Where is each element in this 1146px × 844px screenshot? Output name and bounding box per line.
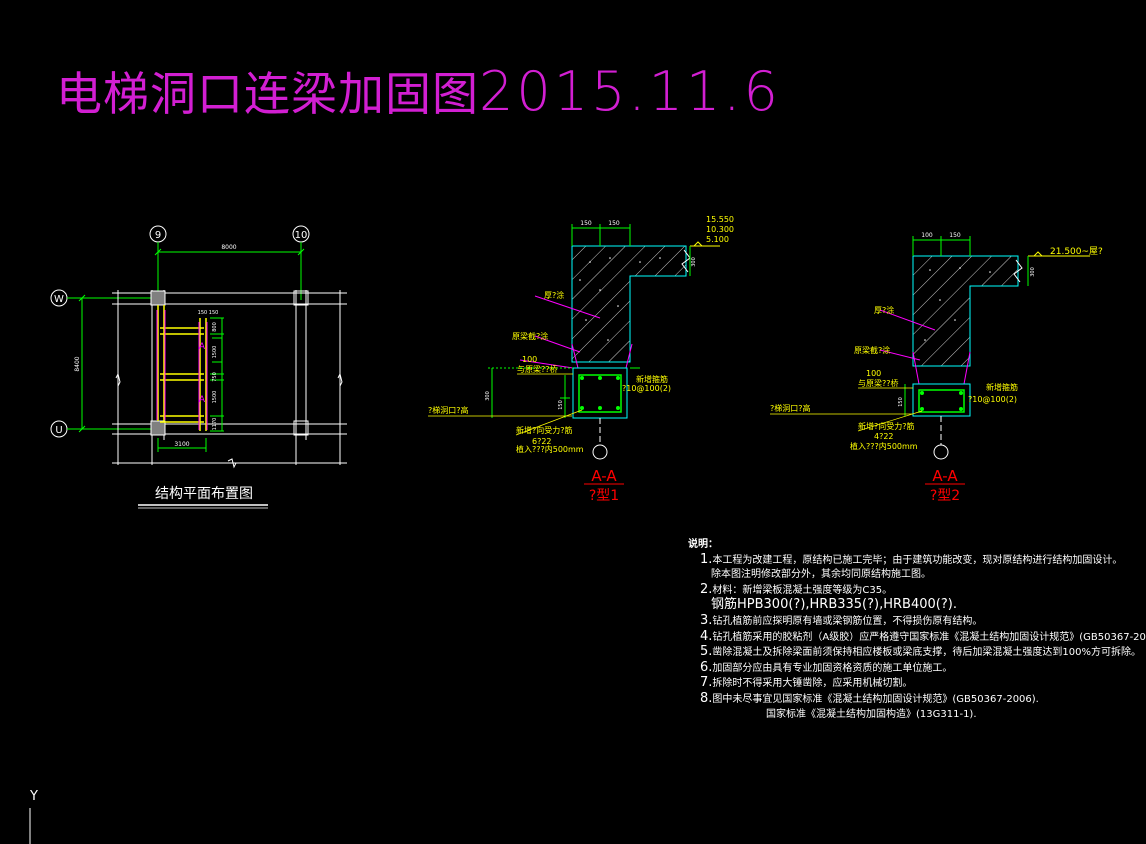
plan-dim-top-text: 8000 (221, 244, 236, 251)
section2-label-100: 100 (866, 369, 881, 378)
section2: 100 150 21.500~屋? 300 150 厚?涂 原梁截?涂 100 … (770, 232, 1103, 504)
plan-dim-small-top: 150 150 (198, 310, 219, 316)
section1-label-count: 6?22 (532, 437, 552, 446)
section1-dim-top-1: 150 (580, 220, 592, 227)
note-item: 国家标准《混凝土结构加固构造》(13G311-1). (766, 708, 977, 720)
design-notes: 说明： 1.本工程为改建工程，原结构已施工完毕；由于建筑功能改变，现对原结构进行… (688, 538, 1146, 722)
note-item: 钢筋HPB300(?),HRB335(?),HRB400(?). (711, 597, 957, 613)
note-item: 7.拆除时不得采用大锤凿除，应采用机械切割。 (700, 675, 913, 691)
plan-dim-bottom-text: 3100 (174, 441, 189, 448)
section1-rebars (580, 376, 620, 410)
note-item: 6.加固部分应由具有专业加固资格资质的施工单位施工。 (700, 659, 953, 675)
plan-dim-right-5: 1170 (212, 418, 218, 431)
section2-dim-right-text: 300 (1030, 267, 1036, 277)
axis-bubble-W: W (50, 289, 68, 307)
plan-axis-lines (67, 242, 302, 430)
section1-aggregate-dots (579, 257, 661, 341)
note-item: 3.钻孔植筋前应探明原有墙或梁钢筋位置，不得损伤原有结构。 (700, 612, 983, 628)
section1-label-side: 厚?涂 (544, 290, 564, 300)
section2-type: ?型2 (930, 488, 960, 504)
axis-bubble-U: U (50, 420, 68, 438)
plan-dim-right-1: 800 (212, 322, 218, 332)
plan-dim-right (210, 317, 224, 432)
drawing-title: 电梯洞口连梁加固图2015.11.6 (56, 58, 781, 124)
section2-label-stirrup-spec: ?10@100(2) (968, 395, 1017, 404)
section1-label-stirrup: 新增箍筋 (636, 374, 668, 384)
section2-dim150: 150 (898, 397, 904, 407)
plan-dim-right-3: 750 (212, 372, 218, 382)
section2-label-anchor: 植入???内500mm (850, 441, 918, 451)
plan-dim-left-text: 8400 (74, 356, 81, 371)
section1-dim-right (630, 246, 691, 369)
drawing-date: 2015.11.6 (479, 60, 781, 123)
section2-rebars (920, 391, 963, 411)
axis-label-10: 10 (295, 230, 308, 241)
ucs-y-label: Y (29, 789, 38, 804)
section1: 150 150 15.550 10.300 5.100 300 300 150 (428, 215, 734, 504)
plan-dim-right-2: 1500 (212, 346, 218, 359)
section1-dim150: 150 (558, 400, 564, 410)
note-item: 1.本工程为改建工程，原结构已施工完毕；由于建筑功能改变，现对原结构进行结构加固… (700, 551, 1123, 567)
section1-label-rebar: 新增?向受力?筋 (516, 425, 573, 435)
section1-label-bottom: 原梁截?涂 (512, 331, 548, 341)
section1-label-opening: ?梯洞口?高 (428, 405, 469, 415)
note-item: 2.材料：新增梁板混凝土强度等级为C35。 (700, 581, 893, 597)
note-item: 除本图注明修改部分外，其余均同原结构施工图。 (711, 569, 931, 581)
section1-label-grout: 与原梁??桥 (517, 364, 558, 374)
section1-dim-top-2: 150 (608, 220, 620, 227)
plan-break-marks (115, 372, 343, 469)
plan-columns (150, 290, 309, 436)
axis-bubble-10: 10 (292, 225, 310, 243)
plan-frame (112, 290, 347, 465)
note-item: 4.钻孔植筋采用的胶粘剂（A级胶）应严格遵守国家标准《混凝土结构加固设计规范》(… (700, 628, 1146, 644)
axis-bubble-9: 9 (149, 225, 167, 243)
section1-label-100: 100 (522, 355, 537, 364)
section2-label-grout: 与原梁??桥 (858, 378, 899, 388)
section2-dim-top (912, 236, 971, 256)
section2-dim-top-1: 100 (921, 232, 933, 239)
section2-dim-top-2: 150 (949, 232, 961, 239)
section1-dim-left-text: 300 (485, 391, 491, 401)
ucs-icon: Y (29, 789, 38, 844)
plan-dim-left (78, 294, 86, 433)
section2-label-stirrup: 新增箍筋 (986, 382, 1018, 392)
notes-heading: 说明： (688, 539, 718, 550)
plan-magenta-marks (156, 310, 208, 430)
axis-label-U: U (55, 425, 62, 436)
section2-aggregate-dots (924, 267, 991, 341)
section1-elev-2: 10.300 (706, 225, 734, 234)
section1-elev-3: 5.100 (706, 235, 729, 244)
section2-title: A-A (932, 467, 958, 485)
plan-dim-top (154, 248, 305, 256)
plan-section-mark-top: A (199, 342, 206, 352)
section1-label-anchor: 植入???内500mm (516, 444, 584, 454)
axis-label-W: W (54, 294, 64, 305)
section2-label-rebar: 新增?向受力?筋 (858, 421, 915, 431)
section1-type: ?型1 (589, 488, 619, 504)
section2-label-count: 4?22 (874, 432, 894, 441)
axis-label-9: 9 (155, 230, 161, 241)
note-item: 5.凿除混凝土及拆除梁面前须保持相应楼板或梁底支撑，待后加梁混凝土强度达到100… (700, 644, 1141, 660)
plan-section-mark-bottom: A (199, 395, 206, 405)
section1-dim-right-text: 300 (691, 257, 697, 267)
section1-label-stirrup-spec: ?10@100(2) (622, 384, 671, 393)
note-item: 8.图中未尽事宜见国家标准《混凝土结构加固设计规范》(GB50367-2006)… (700, 690, 1039, 706)
section1-dim-left (488, 367, 573, 418)
section1-dim-top (571, 224, 631, 246)
plan-opening-beams (157, 305, 207, 431)
plan-dim-right-4: 1500 (212, 391, 218, 404)
section2-label-bottom: 原梁截?涂 (854, 345, 890, 355)
plan-caption: 结构平面布置图 (155, 486, 253, 502)
section2-elev-1: 21.500~屋? (1050, 246, 1103, 257)
section1-elev-1: 15.550 (706, 215, 734, 224)
drawing-title-text: 电梯洞口连梁加固图 (56, 67, 479, 121)
section2-label-side: 厚?涂 (874, 305, 894, 315)
plan-dim-bottom (157, 438, 207, 452)
section1-title: A-A (591, 467, 617, 485)
section2-label-opening: ?梯洞口?高 (770, 403, 811, 413)
